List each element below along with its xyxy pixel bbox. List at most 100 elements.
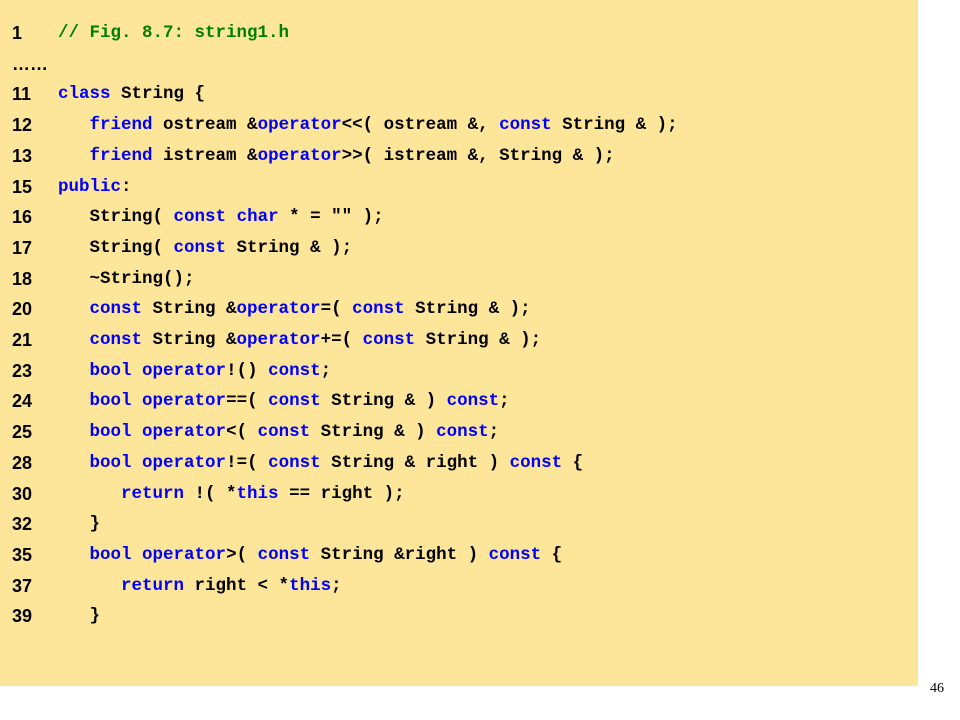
code-line: 1 // Fig. 8.7: string1.h xyxy=(0,18,918,48)
keyword-token: this xyxy=(236,483,279,504)
keyword-token: operator xyxy=(257,145,342,166)
plain-token xyxy=(58,545,90,565)
keyword-token: operator xyxy=(236,299,321,320)
code-text: return !( *this == right ); xyxy=(58,479,405,509)
line-number: 32 xyxy=(12,514,33,535)
line-number: 18 xyxy=(12,268,33,289)
plain-token xyxy=(58,146,90,166)
plain-token xyxy=(58,330,90,350)
plain-token: { xyxy=(541,544,563,565)
keyword-token: bool xyxy=(89,422,132,443)
plain-token: <( xyxy=(226,422,258,443)
plain-token: !=( xyxy=(226,452,269,473)
code-text: bool operator<( const String & ) const; xyxy=(58,417,500,447)
keyword-token: friend xyxy=(89,115,153,136)
code-line: 16 String( const char * = "" ); xyxy=(0,202,918,232)
code-line: 32 } xyxy=(0,509,918,539)
line-number: 23 xyxy=(12,360,33,381)
plain-token: == right ); xyxy=(278,483,405,504)
code-text: } xyxy=(58,601,101,631)
plain-token: =( xyxy=(320,299,353,320)
line-number: 15 xyxy=(12,176,33,197)
code-text: class String { xyxy=(58,79,205,109)
code-line: 24 bool operator==( const String & ) con… xyxy=(0,386,918,416)
keyword-token: this xyxy=(289,575,332,596)
plain-token: : xyxy=(121,176,132,197)
plain-token xyxy=(58,453,90,473)
keyword-token: operator xyxy=(142,391,227,412)
plain-token: right < * xyxy=(184,575,290,596)
plain-token: ~String(); xyxy=(58,268,195,289)
keyword-token: const xyxy=(268,452,321,473)
keyword-token: const xyxy=(173,207,227,228)
line-number: 13 xyxy=(12,145,33,166)
plain-token: String & ); xyxy=(226,237,353,258)
keyword-token: const xyxy=(257,544,311,565)
code-line: 39 } xyxy=(0,601,918,631)
keyword-token: char xyxy=(236,207,279,228)
keyword-token: operator xyxy=(142,452,227,473)
line-number: 16 xyxy=(12,207,33,228)
plain-token: String & ); xyxy=(415,330,542,350)
keyword-token: operator xyxy=(257,115,342,136)
keyword-token: const xyxy=(268,360,321,381)
plain-token xyxy=(226,207,237,227)
line-number: 35 xyxy=(12,544,33,565)
plain-token: String & ); xyxy=(551,115,678,136)
keyword-token: const xyxy=(488,544,542,565)
code-text: bool operator==( const String & ) const; xyxy=(58,386,510,416)
line-number: 39 xyxy=(12,606,33,627)
keyword-token: const xyxy=(257,422,311,443)
plain-token xyxy=(58,484,121,504)
plain-token xyxy=(58,576,121,596)
code-line: 37 return right < *this; xyxy=(0,571,918,601)
line-number: 21 xyxy=(12,330,33,350)
keyword-token: friend xyxy=(89,145,153,166)
code-text: // Fig. 8.7: string1.h xyxy=(58,18,289,48)
keyword-token: const xyxy=(362,330,416,350)
code-text: } xyxy=(58,509,101,539)
keyword-token: const xyxy=(499,115,552,136)
code-text: return right < *this; xyxy=(58,571,342,601)
plain-token: >>( istream &, String & ); xyxy=(341,145,615,166)
code-text: bool operator!() const; xyxy=(58,356,332,386)
keyword-token: public xyxy=(58,176,122,197)
code-text: String( const char * = "" ); xyxy=(58,202,384,232)
code-text: bool operator!=( const String & right ) … xyxy=(58,448,584,478)
plain-token: ; xyxy=(331,575,342,596)
code-line: 23 bool operator!() const; xyxy=(0,356,918,386)
keyword-token: operator xyxy=(142,360,227,381)
code-line: 28 bool operator!=( const String & right… xyxy=(0,448,918,478)
line-number: 1 xyxy=(12,23,23,43)
plain-token: String & xyxy=(142,330,237,350)
plain-token xyxy=(132,545,143,565)
plain-token xyxy=(58,299,90,319)
keyword-token: const xyxy=(436,422,489,443)
code-text: bool operator>( const String &right ) co… xyxy=(58,540,563,570)
code-line: …… xyxy=(0,49,918,79)
code-line: 30 return !( *this == right ); xyxy=(0,479,918,509)
code-line: 12 friend ostream &operator<<( ostream &… xyxy=(0,110,918,140)
keyword-token: const xyxy=(268,391,321,412)
code-text: friend istream &operator>>( istream &, S… xyxy=(58,141,615,171)
plain-token: ; xyxy=(320,360,332,381)
plain-token: ; xyxy=(488,422,500,443)
keyword-token: bool xyxy=(89,391,132,412)
plain-token xyxy=(132,361,143,381)
code-line: 20 const String &operator=( const String… xyxy=(0,294,918,324)
keyword-token: operator xyxy=(236,330,321,350)
plain-token: istream & xyxy=(152,145,258,166)
code-text: const String &operator+=( const String &… xyxy=(58,325,542,355)
plain-token: String & ); xyxy=(404,299,531,320)
plain-token: String( xyxy=(58,237,174,258)
plain-token: String { xyxy=(110,84,206,105)
plain-token xyxy=(132,453,143,473)
plain-token: >( xyxy=(226,544,258,565)
plain-token: String & ) xyxy=(320,391,447,412)
plain-token: * = "" ); xyxy=(278,207,384,228)
plain-token: +=( xyxy=(320,330,363,350)
comment-token: // Fig. 8.7: string1.h xyxy=(58,23,290,43)
plain-token: } xyxy=(58,514,101,535)
line-number: 25 xyxy=(12,422,33,443)
